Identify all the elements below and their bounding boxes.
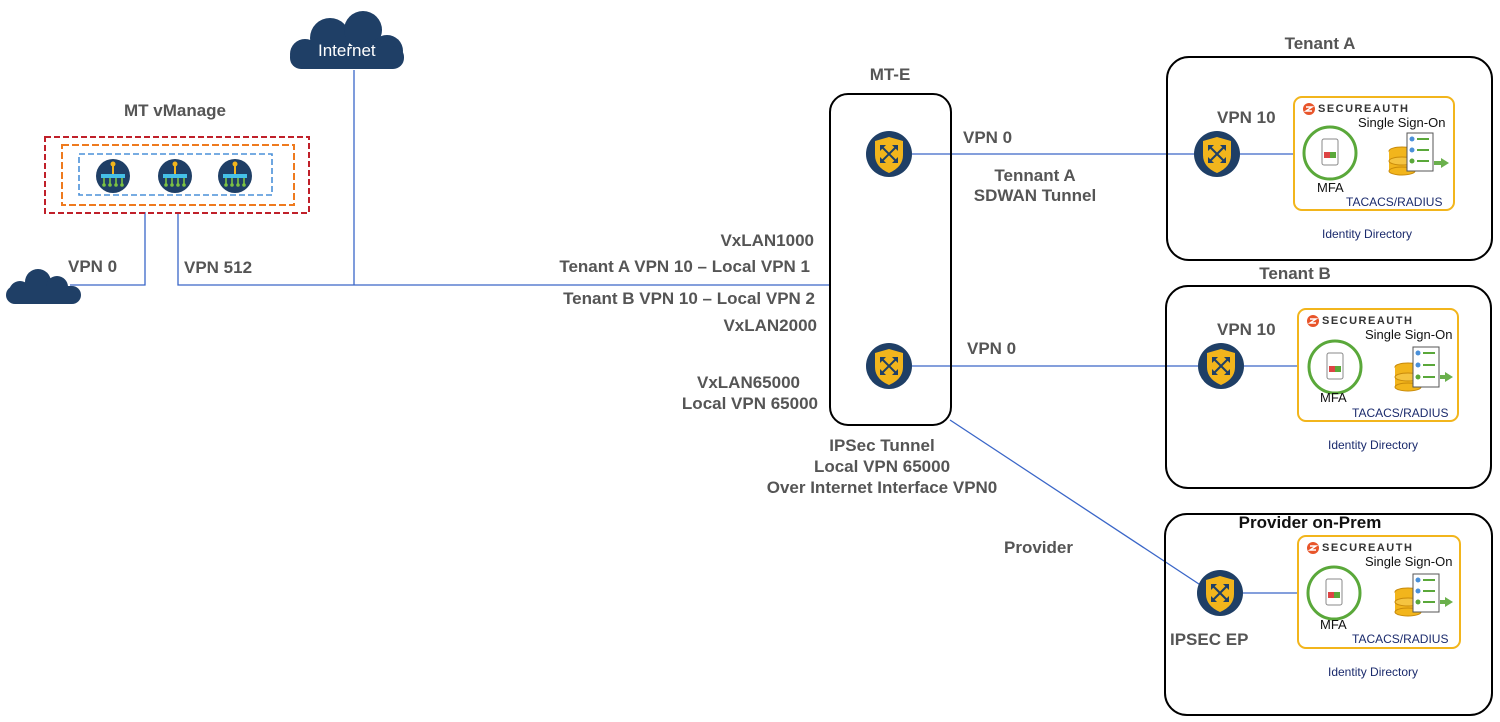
tenant-b-title: Tenant B (1259, 264, 1331, 283)
vmanage-title: MT vManage (123, 101, 227, 120)
secureauth-brand: SECUREAUTH (1322, 542, 1414, 554)
vmanage-vpn0-link (70, 212, 146, 286)
ipsec-tunnel-link (949, 419, 1206, 589)
provider-box (1164, 513, 1493, 716)
secureauth-brand: SECUREAUTH (1318, 103, 1410, 115)
mte-vpn0-a-label: VPN 0 (963, 128, 1013, 147)
tenant-a-title: Tenant A (1284, 34, 1356, 53)
vmanage-node-icon (95, 158, 131, 194)
ipsec-label-1: IPSec Tunnel (829, 436, 935, 455)
tenant-a-box (1166, 56, 1493, 261)
tacacs-label: TACACS/RADIUS (1352, 406, 1449, 420)
vmanage-node-icon (217, 158, 253, 194)
vpn0-cloud (6, 269, 81, 304)
tenant-b-router-icon (1197, 342, 1245, 390)
vmanage-vpn512-link (177, 212, 830, 286)
tunnel-a-label-2: SDWAN Tunnel (973, 186, 1097, 205)
tenant-a-router-icon (1193, 130, 1241, 178)
connection-lines (70, 70, 1298, 594)
provider-router-label: IPSEC EP (1170, 630, 1249, 649)
identity-directory-label: Identity Directory (1328, 438, 1419, 452)
mte-router-icon (865, 342, 913, 390)
vmanage-vpn512-label: VPN 512 (184, 258, 253, 277)
vxlan2000-label: VxLAN2000 (723, 316, 817, 335)
mte-title: MT-E (869, 65, 911, 84)
sso-label: Single Sign-On (1358, 115, 1446, 130)
tenant-a-router-label: VPN 10 (1217, 108, 1276, 127)
mfa-label: MFA (1320, 390, 1347, 405)
tenant-b-box (1165, 285, 1492, 489)
identity-directory-label: Identity Directory (1322, 227, 1413, 241)
vmanage-cluster (44, 136, 310, 214)
secureauth-panel-b (1297, 308, 1459, 422)
local-vpn-65000-label: Local VPN 65000 (681, 394, 818, 413)
tacacs-label: TACACS/RADIUS (1346, 195, 1443, 209)
vmanage-node-icon (157, 158, 193, 194)
secureauth-panel-a (1293, 96, 1455, 211)
secureauth-brand: SECUREAUTH (1322, 315, 1414, 327)
provider-router-icon (1196, 569, 1244, 617)
tenant-a-local-label: Tenant A VPN 10 – Local VPN 1 (559, 257, 810, 276)
mte-box (829, 93, 952, 426)
mte-vpn0-b-label: VPN 0 (967, 339, 1017, 358)
mte-router-icon (865, 130, 913, 178)
identity-directory-label: Identity Directory (1328, 665, 1419, 679)
ipsec-label-3: Over Internet Interface VPN0 (766, 478, 998, 497)
tunnel-a-label-1: Tennant A (994, 166, 1076, 185)
provider-title: Provider on-Prem (1238, 513, 1382, 532)
provider-label: Provider (1004, 538, 1073, 557)
vxlan65000-label: VxLAN65000 (696, 373, 800, 392)
mfa-label: MFA (1317, 180, 1344, 195)
ipsec-label-2: Local VPN 65000 (813, 457, 951, 476)
mfa-label: MFA (1320, 617, 1347, 632)
tenant-b-local-label: Tenant B VPN 10 – Local VPN 2 (563, 289, 815, 308)
internet-cloud-label: Internet (318, 41, 376, 60)
secureauth-panel-provider (1297, 535, 1461, 649)
tacacs-label: TACACS/RADIUS (1352, 632, 1449, 646)
tenant-b-router-label: VPN 10 (1217, 320, 1276, 339)
sso-label: Single Sign-On (1365, 327, 1453, 342)
vmanage-vpn0-label: VPN 0 (68, 257, 118, 276)
vxlan1000-label: VxLAN1000 (720, 231, 814, 250)
internet-cloud (290, 11, 404, 69)
sso-label: Single Sign-On (1365, 554, 1453, 569)
